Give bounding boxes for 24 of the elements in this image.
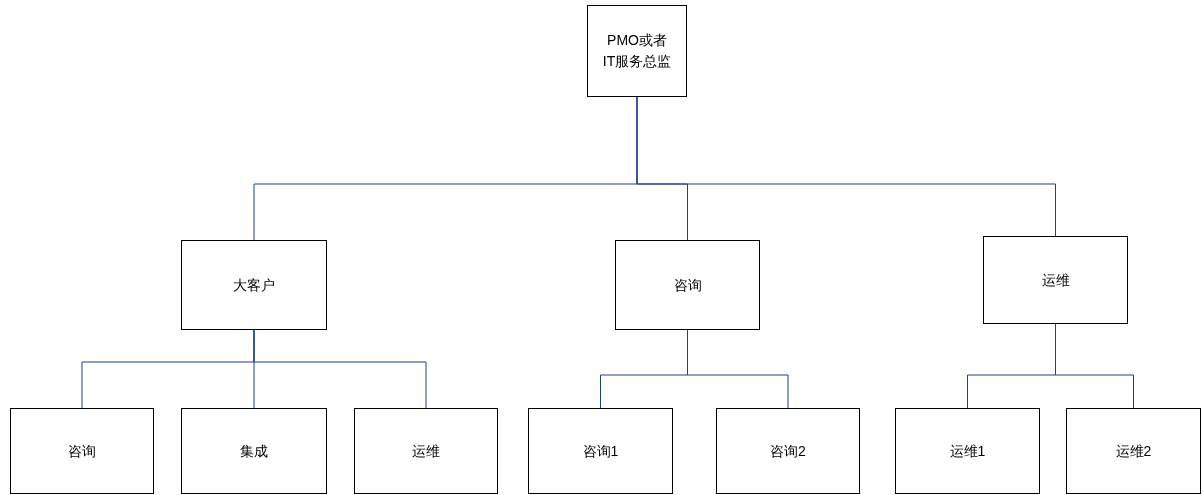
box-label: 咨询1 (582, 441, 619, 461)
org-box (895, 408, 1040, 494)
org-box (181, 408, 327, 494)
box-label: 运维1 (949, 441, 986, 461)
org-box (354, 408, 498, 494)
box-label: 运维 (1041, 270, 1070, 290)
box-label: 运维 (412, 441, 440, 461)
org-box (528, 408, 673, 494)
box-label: 集成 (240, 441, 268, 461)
org-box (587, 5, 687, 97)
org-box (1066, 408, 1201, 494)
box-label: 咨询 (673, 275, 702, 295)
box-label: 运维2 (1115, 441, 1152, 461)
org-box (716, 408, 860, 494)
org-box (181, 240, 327, 330)
org-box (10, 408, 154, 494)
box-label: 咨询 (68, 441, 96, 461)
box-label: 大客户 (233, 275, 275, 295)
org-box (615, 240, 760, 330)
org-box (983, 236, 1128, 324)
connector-line (636, 96, 1056, 237)
connector-line (253, 329, 427, 409)
box-label: PMO或者IT服务总监 (602, 31, 672, 71)
box-label: 咨询2 (770, 441, 806, 461)
